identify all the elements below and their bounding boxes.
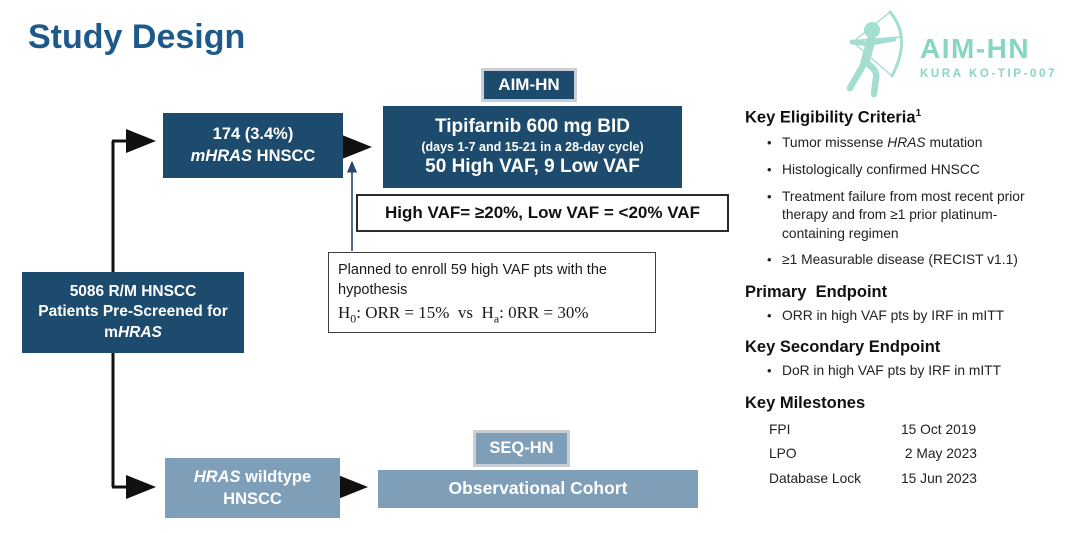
bullet-text: ORR in high VAF pts by IRF in mITT: [782, 307, 1005, 323]
mhras-italic: mHRAS: [190, 146, 253, 165]
formula-mid: : ORR = 15% vs: [356, 303, 482, 322]
milestone-date: 15 Oct 2019: [901, 421, 977, 437]
tipifarnib-line2: (days 1-7 and 15-21 in a 28-day cycle): [421, 139, 644, 154]
bullet1-italic: HRAS: [887, 135, 926, 151]
bullet-icon: •: [767, 188, 772, 204]
list-item: • ≥1 Measurable disease (RECIST v1.1): [745, 251, 1077, 270]
table-row: LPO 2 May 2023: [745, 442, 1077, 467]
eligibility-title: Key Eligibility Criteria: [745, 108, 916, 127]
bullet1-pre: Tumor missense: [782, 135, 888, 151]
archer-icon: [846, 10, 903, 98]
tag-aim-hn: AIM-HN: [481, 68, 577, 102]
list-item: • Histologically confirmed HNSCC: [745, 161, 1077, 180]
milestones-table: FPI 15 Oct 2019 LPO 2 May 2023 Database …: [745, 418, 1077, 492]
logo-name: AIM-HN: [920, 33, 1031, 64]
bullet-text: Histologically confirmed HNSCC: [782, 161, 980, 177]
formula-end: : 0RR = 30%: [499, 303, 589, 322]
prescreen-line3: mHRAS: [22, 323, 244, 343]
logo-subtitle: KURA KO-TIP-007: [920, 67, 1057, 80]
bullet-icon: •: [767, 307, 772, 323]
table-row: FPI 15 Oct 2019: [745, 418, 1077, 443]
ha: H: [481, 303, 494, 322]
hras-wildtype-italic: HRAS: [193, 467, 241, 486]
wildtype-line2: HNSCC: [223, 490, 282, 508]
tipifarnib-line1: Tipifarnib 600 mg BID: [435, 115, 630, 137]
box-observational-cohort: Observational Cohort: [378, 470, 698, 508]
ha-sub: a: [493, 311, 500, 326]
primary-endpoint-header: Primary Endpoint: [745, 283, 888, 302]
mhras-rest: HNSCC: [252, 146, 316, 165]
box-mhras-hnscc: 174 (3.4%) mHRAS HNSCC: [163, 113, 343, 178]
list-item: • ORR in high VAF pts by IRF in mITT: [745, 307, 1077, 326]
eligibility-footnote-ref: 1: [915, 108, 922, 119]
bullet-icon: •: [767, 135, 772, 151]
milestone-label: Database Lock: [769, 470, 862, 486]
bullet-text: Tumor missense HRAS mutation: [782, 134, 1044, 153]
wildtype-rest: wildtype: [240, 467, 312, 486]
eligibility-bullets: • Tumor missense HRAS mutation • Histolo…: [745, 134, 1077, 270]
milestones-header: Key Milestones: [745, 393, 866, 412]
prescreen-line1: 5086 R/M HNSCC: [69, 282, 197, 300]
h0-sub: 0: [350, 311, 357, 326]
bullet-text: DoR in high VAF pts by IRF in mITT: [782, 363, 1002, 379]
eligibility-header: Key Eligibility Criteria1: [745, 108, 1077, 128]
hypothesis-note: Planned to enroll 59 high VAF pts with t…: [328, 252, 656, 333]
milestone-date: 15 Jun 2023: [901, 470, 977, 486]
aim-hn-logo: AIM-HN KURA KO-TIP-007: [838, 6, 1078, 98]
bullet-text: ≥1 Measurable disease (RECIST v1.1): [782, 252, 1018, 268]
hras-italic: HRAS: [117, 323, 162, 341]
bullet-icon: •: [767, 363, 772, 379]
secondary-endpoint-header: Key Secondary Endpoint: [745, 338, 941, 357]
m-prefix: m: [104, 323, 118, 341]
bullet-icon: •: [767, 252, 772, 268]
bullet-icon: •: [767, 161, 772, 177]
page-title: Study Design: [28, 18, 246, 56]
box-mhras-line1: 174 (3.4%): [212, 124, 294, 143]
tipifarnib-line3: 50 High VAF, 9 Low VAF: [425, 155, 640, 177]
hypothesis-formula: H0: ORR = 15% vs Ha: 0RR = 30%: [338, 301, 646, 327]
box-tipifarnib: Tipifarnib 600 mg BID (days 1-7 and 15-2…: [383, 106, 682, 188]
prescreen-line2: Patients Pre-Screened for: [38, 303, 228, 321]
list-item: • Treatment failure from most recent pri…: [745, 188, 1077, 244]
table-row: Database Lock 15 Jun 2023: [745, 467, 1077, 492]
hypothesis-text: Planned to enroll 59 high VAF pts with t…: [338, 262, 607, 298]
list-item: • Tumor missense HRAS mutation: [745, 134, 1077, 153]
milestone-date: 2 May 2023: [901, 446, 977, 462]
list-item: • DoR in high VAF pts by IRF in mITT: [745, 362, 1077, 381]
box-prescreened: 5086 R/M HNSCC Patients Pre-Screened for…: [22, 272, 244, 353]
info-panel: Key Eligibility Criteria1 • Tumor missen…: [745, 108, 1077, 491]
bullet1-post: mutation: [925, 135, 983, 151]
h0: H: [338, 303, 351, 322]
logo-text: AIM-HN KURA KO-TIP-007: [920, 33, 1057, 80]
box-hras-wildtype: HRAS wildtype HNSCC: [165, 458, 340, 518]
vaf-definition-note: High VAF= ≥20%, Low VAF = <20% VAF: [356, 194, 729, 232]
bullet-text: Treatment failure from most recent prior…: [782, 188, 1025, 241]
wildtype-line1: HRAS wildtype: [165, 466, 340, 488]
milestone-label: LPO: [769, 446, 797, 462]
milestone-label: FPI: [769, 421, 791, 437]
tag-seq-hn: SEQ-HN: [473, 430, 570, 467]
box-mhras-line2: mHRAS HNSCC: [163, 146, 343, 168]
